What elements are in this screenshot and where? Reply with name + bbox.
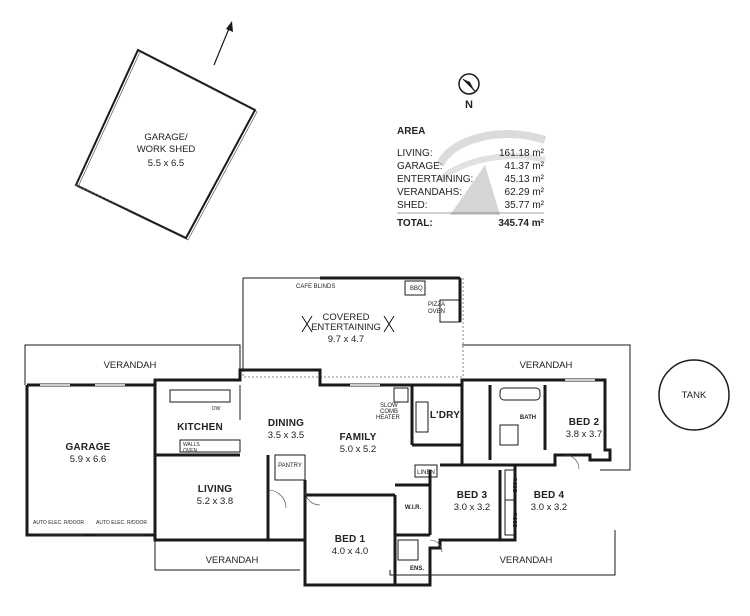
pantry-label: PANTRY [278, 463, 302, 469]
living-dim: 5.2 x 3.8 [197, 496, 233, 507]
tank: TANK [658, 359, 730, 431]
area-living-value: 161.18 m² [499, 148, 545, 159]
dining-label: DINING [268, 418, 304, 429]
area-entertaining-value: 45.13 m² [505, 174, 545, 185]
verandah-top-left: VERANDAH [104, 360, 157, 371]
pizza-oven-label-1: PIZZA [428, 302, 445, 308]
living-label: LIVING [198, 484, 233, 495]
area-garage-label: GARAGE: [397, 161, 443, 172]
garage-dim: 5.9 x 6.6 [70, 454, 106, 465]
garage-label: GARAGE [65, 442, 110, 453]
kitchen-label: KITCHEN [177, 422, 223, 433]
area-living-label: LIVING: [397, 148, 433, 159]
bed3-label: BED 3 [457, 490, 488, 501]
compass-icon [458, 73, 480, 95]
bed1-dim: 4.0 x 4.0 [332, 546, 368, 557]
bath-label: BATH [520, 415, 536, 421]
heater-label-3: HEATER [376, 415, 401, 421]
bbq-label: BBQ [410, 286, 423, 292]
entertaining-dim: 9.7 x 4.7 [328, 334, 364, 345]
area-verandahs-value: 62.29 m² [505, 187, 545, 198]
area-table: AREA LIVING: 161.18 m² GARAGE: 41.37 m² … [397, 126, 545, 229]
area-title: AREA [397, 126, 425, 137]
direction-arrow-icon [213, 21, 233, 66]
area-shed-value: 35.77 m² [505, 200, 545, 211]
window-markers [40, 379, 595, 536]
linen-label: LINEN [417, 470, 435, 476]
pizza-oven-label-2: OVEN [428, 309, 445, 315]
garage-shed: GARAGE/ WORK SHED 5.5 x 6.5 [74, 48, 258, 241]
auto-door-label-1: AUTO ELEC. R/DOOR [33, 520, 84, 526]
verandahs: VERANDAH VERANDAH VERANDAH VERANDAH [24, 344, 631, 576]
bed4-dim: 3.0 x 3.2 [531, 502, 567, 513]
cafe-blinds-label: CAFE BLINDS [296, 284, 335, 290]
heater-label-2: COMB [380, 409, 398, 415]
walls-oven-label-2: OVEN [183, 448, 198, 454]
bed4-label: BED 4 [534, 490, 565, 501]
shed-label-2: WORK SHED [137, 144, 196, 155]
dining-dim: 3.5 x 3.5 [268, 430, 304, 441]
shed-dim: 5.5 x 6.5 [148, 158, 184, 169]
watermark-logo [436, 130, 547, 215]
family-dim: 5.0 x 5.2 [340, 444, 376, 455]
area-shed-label: SHED: [397, 200, 428, 211]
area-total-label: TOTAL: [397, 218, 433, 229]
verandah-top-right: VERANDAH [520, 360, 573, 371]
bed2-label: BED 2 [569, 417, 600, 428]
verandah-bottom-left: VERANDAH [206, 555, 259, 566]
tank-label: TANK [682, 390, 707, 401]
area-total-value: 345.74 m² [498, 218, 544, 229]
compass-north-label: N [465, 99, 473, 111]
ens-label: ENS. [410, 566, 424, 572]
auto-door-label-2: AUTO ELEC. R/DOOR [96, 520, 147, 526]
wir-label: W.I.R. [405, 505, 422, 511]
area-entertaining-label: ENTERTAINING: [397, 174, 473, 185]
family-label: FAMILY [340, 432, 377, 443]
walls-oven-label-1: WALLS [183, 442, 200, 448]
ceiling-fan-icon [301, 315, 395, 333]
laundry-label: L'DRY [430, 410, 460, 421]
dw-label: DW [212, 406, 221, 412]
verandah-bottom-right: VERANDAH [500, 555, 553, 566]
robe-label-2: ROBE [511, 513, 517, 528]
entertaining-label-1: COVERED [323, 312, 370, 323]
shed-label-1: GARAGE/ [144, 132, 188, 143]
covered-entertaining: CAFE BLINDS BBQ PIZZA OVEN COVERED ENTER… [242, 276, 464, 378]
robe-label-1: ROBE [511, 478, 517, 493]
heater-label-1: SLOW [380, 403, 398, 409]
bed1-label: BED 1 [335, 534, 366, 545]
area-verandahs-label: VERANDAHS: [397, 187, 462, 198]
entertaining-label-2: ENTERTAINING [311, 322, 381, 333]
area-garage-value: 41.37 m² [505, 161, 545, 172]
bed3-dim: 3.0 x 3.2 [454, 502, 490, 513]
house-walls [25, 368, 612, 587]
bed2-dim: 3.8 x 3.7 [566, 429, 602, 440]
